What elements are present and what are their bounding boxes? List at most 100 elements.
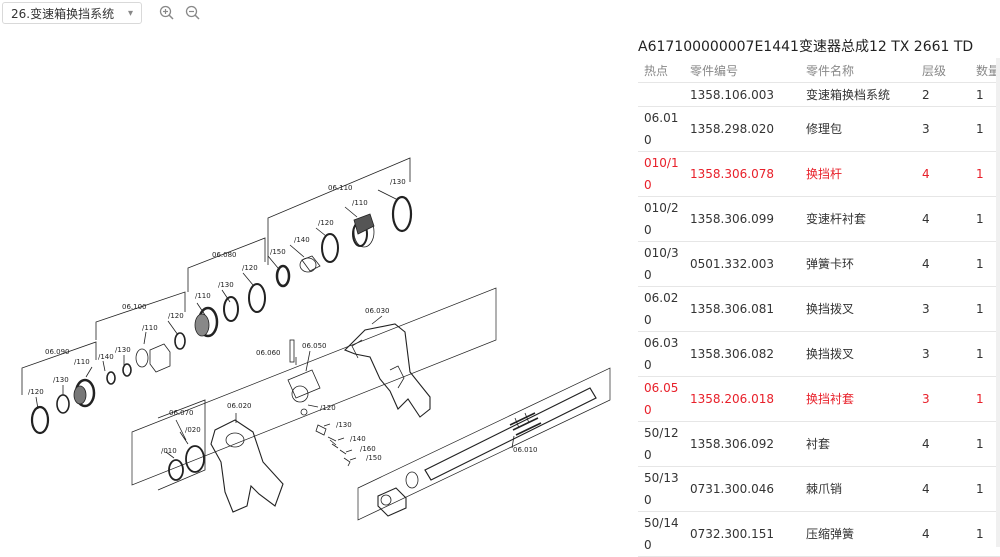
label-130f[interactable]: /130	[336, 421, 352, 429]
label-110a[interactable]: /110	[352, 199, 368, 207]
label-120d[interactable]: /120	[28, 388, 44, 396]
level-cell: 3	[916, 376, 970, 422]
level-cell: 4	[916, 421, 970, 467]
qty-cell: 1	[970, 82, 1000, 107]
level-cell: 3	[916, 106, 970, 152]
label-110b[interactable]: /110	[195, 292, 211, 300]
zoom-out-icon[interactable]	[184, 4, 202, 22]
label-06020[interactable]: 06.020	[227, 402, 252, 410]
part-name-cell: 换挡拨叉	[800, 331, 916, 377]
label-06010[interactable]: 06.010	[513, 446, 538, 454]
label-130a[interactable]: /130	[390, 178, 406, 186]
part-no-cell: 1358.306.081	[684, 286, 800, 332]
hotspot-cell: 06.020	[638, 286, 684, 332]
label-06090[interactable]: 06.090	[45, 348, 70, 356]
label-130e[interactable]: /130	[53, 376, 69, 384]
part-name-cell: 压缩弹簧	[800, 511, 916, 557]
diagram-select[interactable]: 26.变速箱换挡系统 ▾	[2, 2, 142, 24]
label-110d[interactable]: /110	[74, 358, 90, 366]
qty-cell: 1	[970, 421, 1000, 467]
parts-panel: A617100000007E1441变速器总成12 TX 2661 TD 热点 …	[638, 0, 1000, 557]
label-06110[interactable]: 06.110	[328, 184, 353, 192]
part-no-cell: 0732.300.151	[684, 511, 800, 557]
col-level: 层级	[916, 58, 970, 83]
hotspot-cell: 010/20	[638, 196, 684, 242]
qty-cell: 1	[970, 286, 1000, 332]
label-130b[interactable]: /130	[218, 281, 234, 289]
label-06050[interactable]: 06.050	[302, 342, 327, 350]
level-cell: 2	[916, 82, 970, 107]
part-name-cell: 换挡拨叉	[800, 286, 916, 332]
label-010[interactable]: /010	[161, 447, 177, 455]
part-name-cell: 弹簧卡环	[800, 241, 916, 287]
part-no-cell: 0731.300.046	[684, 466, 800, 512]
qty-cell: 1	[970, 376, 1000, 422]
label-150f[interactable]: /150	[366, 454, 382, 462]
label-150a[interactable]: /150	[270, 248, 286, 256]
zoom-in-icon[interactable]	[158, 4, 176, 22]
diagram-select-value: 26.变速箱换挡系统	[11, 7, 115, 21]
level-cell: 4	[916, 511, 970, 557]
col-qty: 数量	[970, 58, 1000, 83]
diagram-canvas: 06.110 /130 /110 /120 /140 /150 06.080 /…	[21, 157, 611, 521]
chevron-down-icon: ▾	[127, 8, 133, 19]
hotspot-cell	[638, 82, 684, 107]
part-name-cell: 修理包	[800, 106, 916, 152]
label-06030[interactable]: 06.030	[365, 307, 390, 315]
part-no-cell: 1358.306.078	[684, 151, 800, 197]
hotspot-cell: 06.010	[638, 106, 684, 152]
label-120b[interactable]: /120	[242, 264, 258, 272]
qty-cell: 1	[970, 466, 1000, 512]
col-part-no: 零件编号	[684, 58, 800, 83]
label-020[interactable]: /020	[185, 426, 201, 434]
label-140a[interactable]: /140	[294, 236, 310, 244]
part-no-cell: 1358.298.020	[684, 106, 800, 152]
col-hotspot: 热点	[638, 58, 684, 83]
hotspot-cell: 50/140	[638, 511, 684, 557]
label-06060[interactable]: 06.060	[256, 349, 281, 357]
hotspot-cell: 50/130	[638, 466, 684, 512]
col-part-name: 零件名称	[800, 58, 916, 83]
label-130d[interactable]: /130	[115, 346, 131, 354]
level-cell: 4	[916, 151, 970, 197]
part-name-cell: 衬套	[800, 421, 916, 467]
part-name-cell: 变速杆衬套	[800, 196, 916, 242]
label-120a[interactable]: /120	[318, 219, 334, 227]
hotspot-cell: 50/120	[638, 421, 684, 467]
hotspot-cell: 010/30	[638, 241, 684, 287]
qty-cell: 1	[970, 331, 1000, 377]
label-120f[interactable]: /120	[320, 404, 336, 412]
level-cell: 4	[916, 466, 970, 512]
level-cell: 3	[916, 286, 970, 332]
hotspot-cell: 010/10	[638, 151, 684, 197]
part-no-cell: 1358.206.018	[684, 376, 800, 422]
toolbar: 26.变速箱换挡系统 ▾	[0, 0, 560, 28]
label-06070[interactable]: 06.070	[169, 409, 194, 417]
label-06100[interactable]: 06.100	[122, 303, 147, 311]
label-140d[interactable]: /140	[98, 353, 114, 361]
label-160f[interactable]: /160	[360, 445, 376, 453]
qty-cell: 1	[970, 106, 1000, 152]
label-120c[interactable]: /120	[168, 312, 184, 320]
part-no-cell: 1358.106.003	[684, 82, 800, 107]
hotspot-cell: 06.030	[638, 331, 684, 377]
level-cell: 3	[916, 331, 970, 377]
table-header-row: 热点 零件编号 零件名称 层级 数量	[638, 58, 1000, 83]
label-06080[interactable]: 06.080	[212, 251, 237, 259]
scrollbar[interactable]	[996, 58, 1000, 547]
label-110c[interactable]: /110	[142, 324, 158, 332]
label-140f[interactable]: /140	[350, 435, 366, 443]
part-name-cell: 换挡杆	[800, 151, 916, 197]
